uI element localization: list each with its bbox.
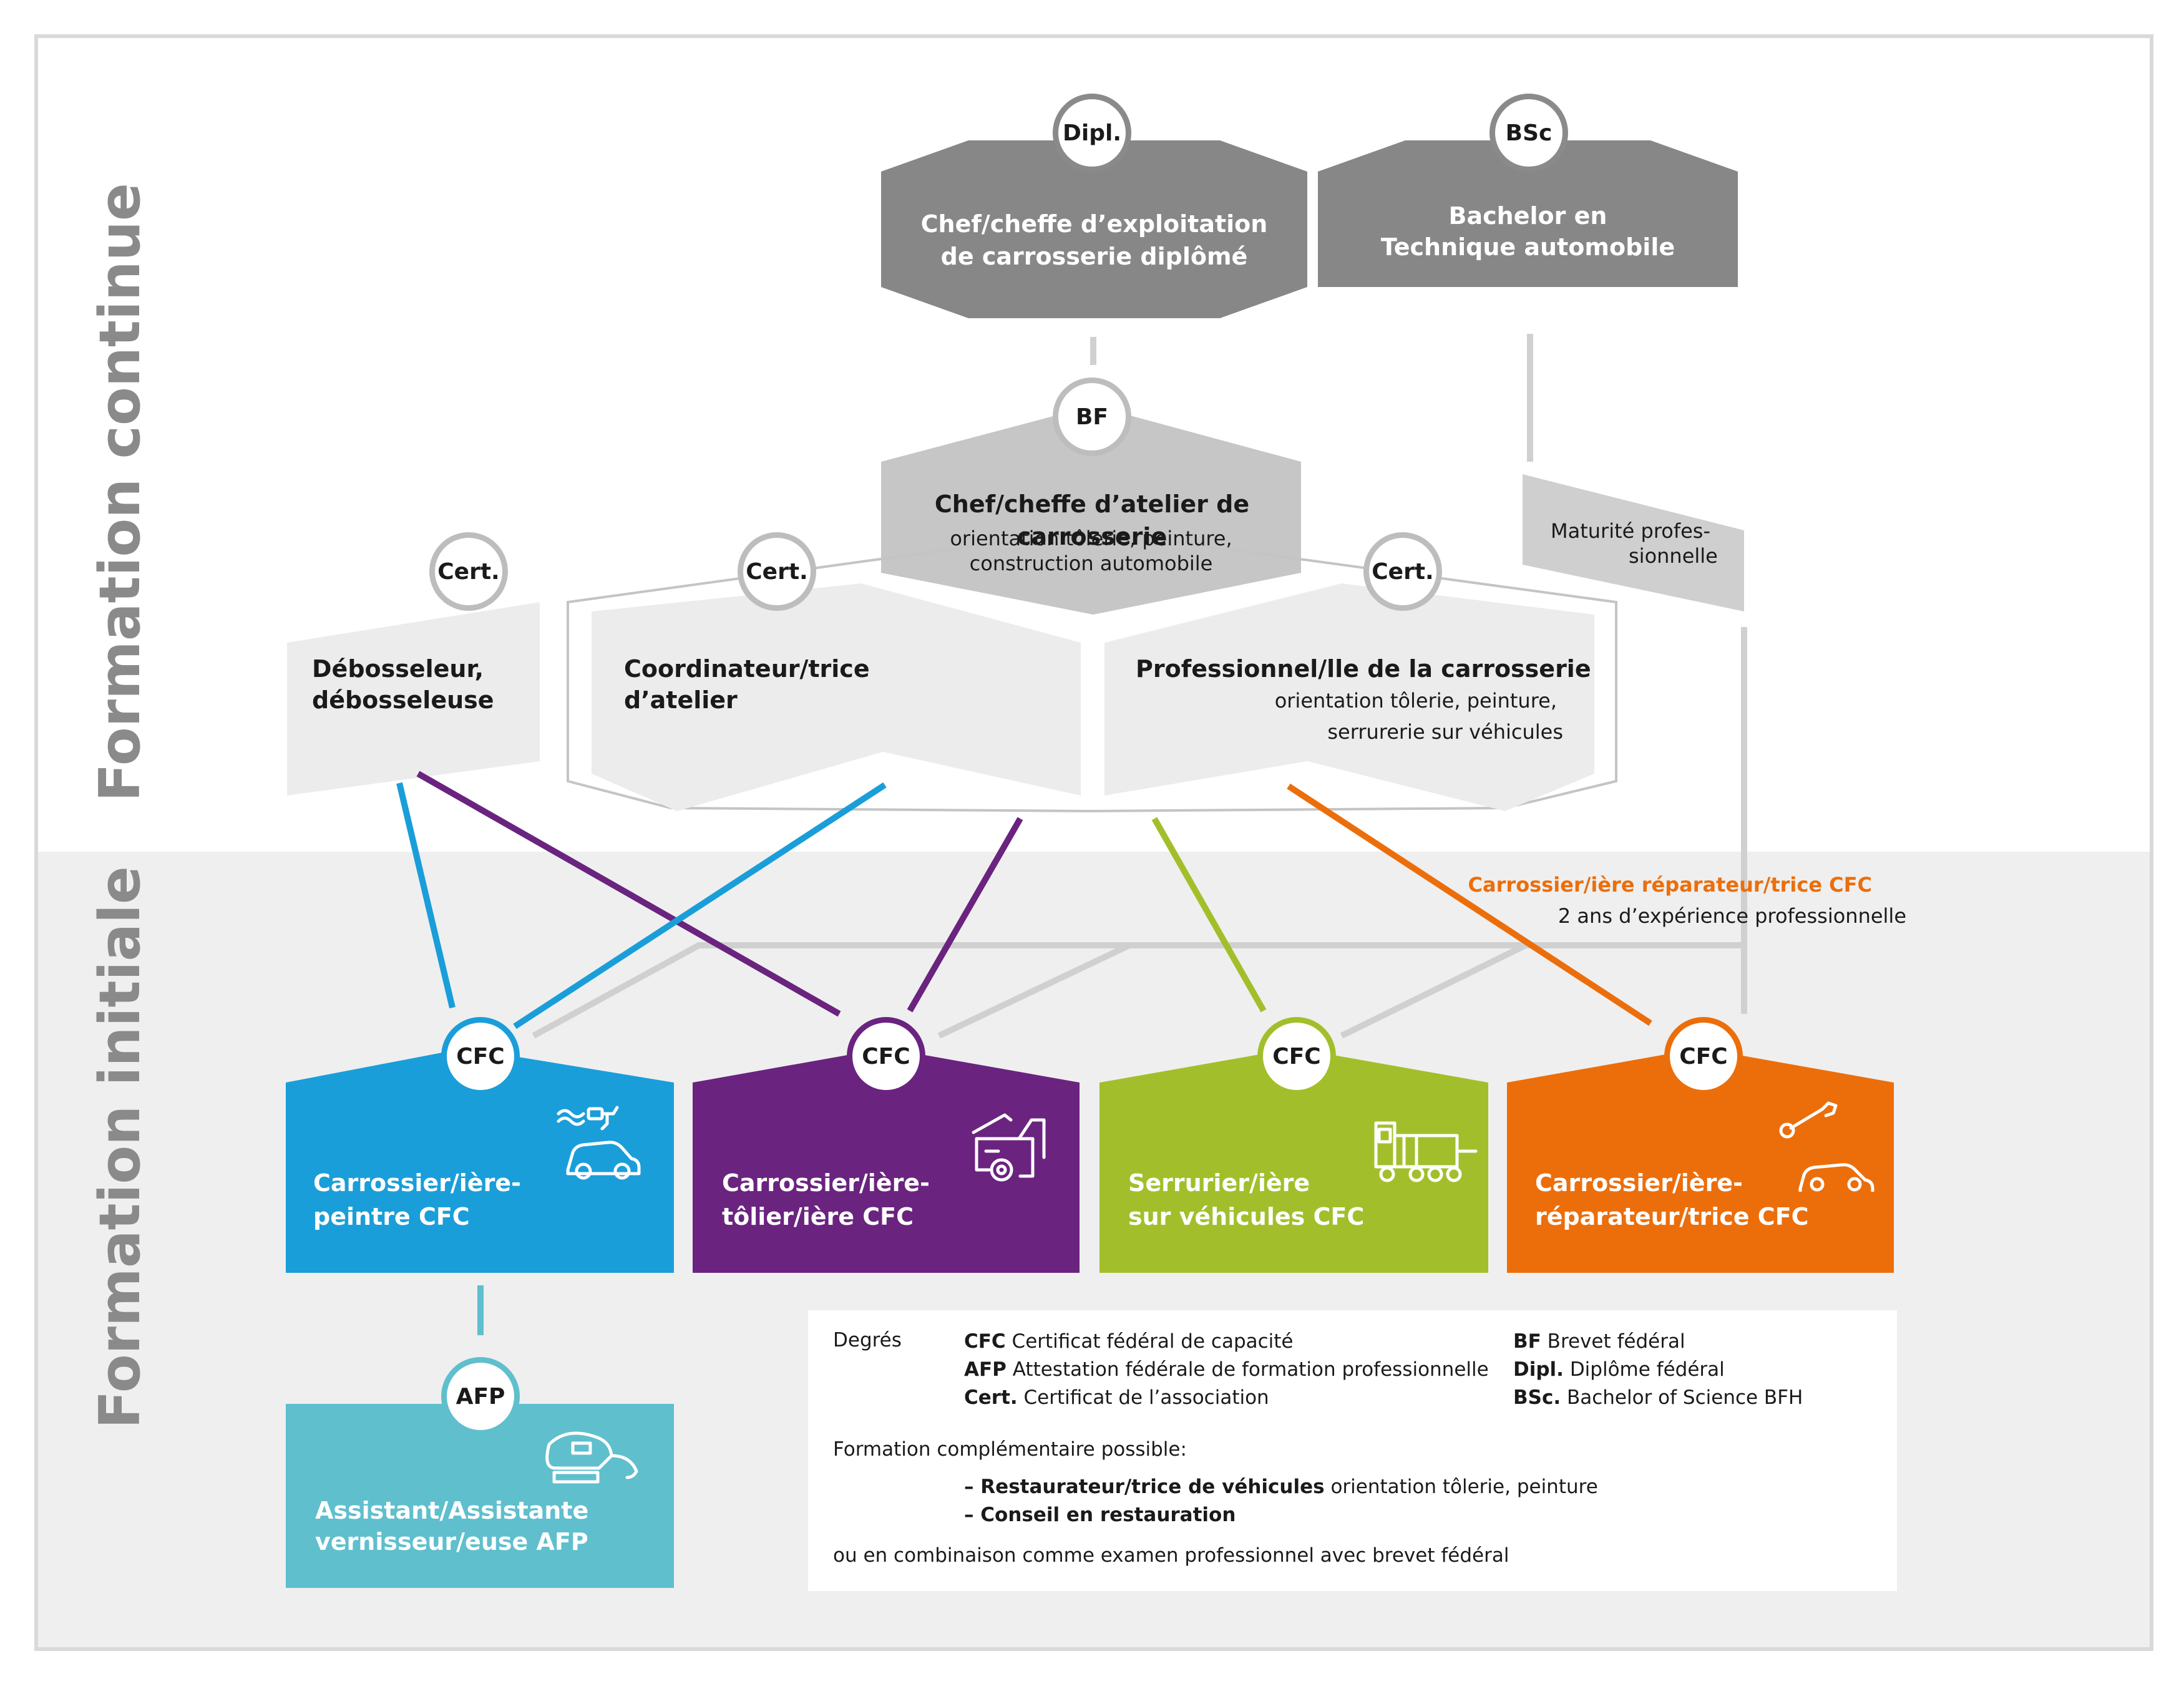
cfc-serrurier-line2: sur véhicules CFC: [1128, 1203, 1365, 1230]
bf-sub1: orientation tôlerie, peinture,: [950, 527, 1232, 550]
legend-afp: AFP Attestation fédérale de formation pr…: [964, 1358, 1489, 1381]
professionnel-sub1: orientation tôlerie, peinture,: [1274, 689, 1557, 713]
afp-line1: Assistant/Assistante: [315, 1497, 589, 1524]
cfc-tolier-line1: Carrossier/ière-: [722, 1169, 930, 1197]
side-label-formation-continue: Formation continue: [87, 183, 153, 802]
badge-bsc: BSc: [1489, 94, 1568, 172]
coordinateur-shape: [592, 583, 1081, 811]
chef-exploitation-shape: [881, 140, 1307, 318]
badge-dipl: Dipl.: [1053, 94, 1131, 172]
legend-item-2: – Conseil en restauration: [964, 1504, 1236, 1526]
cfc-box-tolier: [693, 1048, 1080, 1273]
professionnel-shape: [1104, 583, 1594, 811]
legend-bsc-abbr: BSc.: [1513, 1386, 1561, 1409]
badge-cfc-peintre: CFC: [441, 1017, 520, 1096]
badge-afp: AFP: [441, 1357, 520, 1436]
repairer-note-title: Carrossier/ière réparateur/trice CFC: [1468, 873, 1872, 897]
legend-item-1-bold: – Restaurateur/trice de véhicules: [964, 1476, 1325, 1498]
legend-complementary: Formation complémentaire possible:: [833, 1438, 1187, 1461]
legend-afp-text: Attestation fédérale de formation profes…: [1012, 1358, 1489, 1381]
truck-icon: [1374, 1121, 1478, 1182]
bf-title: Chef/cheffe d’atelier de carrosserie: [934, 490, 1250, 550]
coordinateur-line2: d’atelier: [624, 686, 738, 714]
polisher-icon: [545, 1431, 638, 1484]
legend-cert-text: Certificat de l’association: [1023, 1386, 1269, 1409]
repairer-note-sub: 2 ans d’expérience professionnelle: [1558, 904, 1906, 928]
legend-footer: ou en combinaison comme examen professio…: [833, 1544, 1509, 1567]
gray-connectors: [532, 334, 1747, 1039]
legend-dipl-abbr: Dipl.: [1513, 1358, 1564, 1381]
legend-afp-abbr: AFP: [964, 1358, 1007, 1381]
badge-bf: BF: [1053, 377, 1131, 456]
legend-bsc-text: Bachelor of Science BFH: [1566, 1386, 1803, 1409]
outer-frame: [34, 34, 2153, 1651]
bachelor-line1: Bachelor en: [1448, 202, 1607, 230]
chef-exploitation-line2: de carrosserie diplômé: [940, 243, 1248, 270]
professionnel-title: Professionnel/lle de la carrosserie: [1136, 655, 1591, 683]
legend-cfc: CFC Certificat fédéral de capacité: [964, 1330, 1294, 1353]
maturite-line1: Maturité profes-: [1551, 519, 1711, 543]
legend-item-1-rest: orientation tôlerie, peinture: [1324, 1476, 1598, 1498]
bf-shape: [881, 406, 1301, 615]
badge-cfc-tolier: CFC: [847, 1017, 925, 1096]
cfc-tolier-line2: tôlier/ière CFC: [722, 1203, 914, 1230]
cfc-peintre-line1: Carrossier/ière-: [313, 1169, 521, 1197]
debosseleur-line2: débosseleuse: [312, 686, 494, 714]
legend-item-2-bold: – Conseil en restauration: [964, 1504, 1236, 1526]
bachelor-line2: Technique automobile: [1380, 233, 1675, 261]
car-bodywork-icon: [972, 1113, 1046, 1182]
badge-cert-professionnel: Cert.: [1363, 532, 1442, 611]
maturite-shape: [1523, 474, 1744, 611]
chef-exploitation-line1: Chef/cheffe d’exploitation: [920, 210, 1268, 238]
professionnel-sub2: serrurerie sur véhicules: [1327, 720, 1563, 744]
side-label-formation-initiale: Formation initiale: [87, 866, 153, 1429]
legend-bf: BF Brevet fédéral: [1513, 1330, 1685, 1353]
cfc-reparateur-line1: Carrossier/ière-: [1535, 1169, 1743, 1197]
cfc-serrurier-line1: Serrurier/ière: [1128, 1169, 1310, 1197]
legend-cert: Cert. Certificat de l’association: [964, 1386, 1269, 1409]
legend-heading: Degrés: [833, 1329, 902, 1351]
coordinateur-line1: Coordinateur/trice: [624, 655, 870, 683]
maturite-line2: sionnelle: [1629, 544, 1718, 568]
colored-connectors: [396, 771, 1652, 1335]
legend-cfc-text: Certificat fédéral de capacité: [1012, 1330, 1294, 1353]
spray-car-icon: [557, 1106, 641, 1180]
afp-line2: vernisseur/euse AFP: [315, 1528, 588, 1555]
cfc-box-reparateur: [1507, 1048, 1894, 1273]
bf-sub2: construction automobile: [969, 552, 1213, 575]
wrench-car-icon: [1779, 1101, 1874, 1192]
legend-dipl-text: Diplôme fédéral: [1569, 1358, 1725, 1381]
legend-item-1: – Restaurateur/trice de véhicules orient…: [964, 1476, 1598, 1498]
cfc-box-serrurier: [1099, 1048, 1488, 1273]
legend-dipl: Dipl. Diplôme fédéral: [1513, 1358, 1725, 1381]
legend-panel: Degrés CFC Certificat fédéral de capacit…: [808, 1310, 1897, 1591]
badge-cert-debosseleur: Cert.: [429, 532, 508, 611]
debosseleur-shape: [287, 602, 540, 796]
legend-bsc: BSc. Bachelor of Science BFH: [1513, 1386, 1803, 1409]
legend-bf-text: Brevet fédéral: [1547, 1330, 1685, 1353]
cfc-reparateur-line2: réparateur/trice CFC: [1535, 1203, 1809, 1230]
bachelor-shape: [1318, 140, 1738, 287]
legend-cert-abbr: Cert.: [964, 1386, 1018, 1409]
badge-cert-coordinateur: Cert.: [738, 532, 816, 611]
debosseleur-line1: Débosseleur,: [312, 655, 484, 683]
badge-cfc-reparateur: CFC: [1664, 1017, 1743, 1096]
legend-cfc-abbr: CFC: [964, 1330, 1006, 1353]
legend-bf-abbr: BF: [1513, 1330, 1541, 1353]
badge-cfc-serrurier: CFC: [1257, 1017, 1336, 1096]
cfc-box-peintre: [286, 1048, 674, 1273]
cfc-peintre-line2: peintre CFC: [313, 1203, 470, 1230]
